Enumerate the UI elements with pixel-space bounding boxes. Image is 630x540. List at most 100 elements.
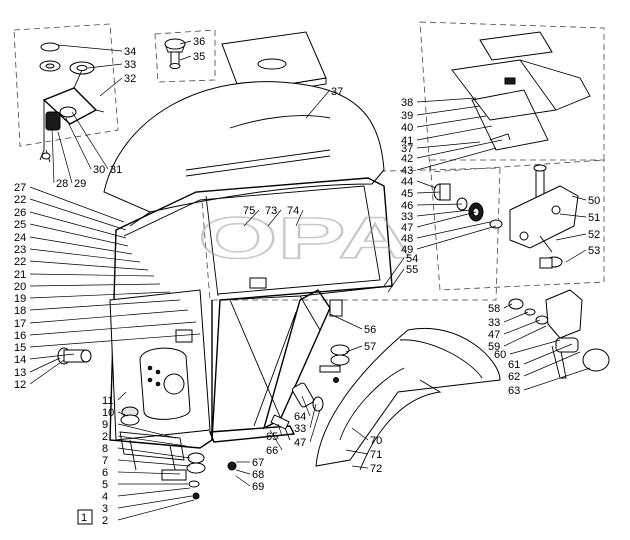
callout-c14: 14 — [14, 354, 26, 366]
callout-c39: 39 — [401, 110, 413, 122]
callout-c21: 21 — [14, 269, 26, 281]
leader-c14 — [29, 353, 75, 360]
leader-c12 — [29, 359, 65, 385]
callout-c31: 31 — [110, 164, 122, 176]
callout-c35: 35 — [193, 51, 205, 63]
callout-c22b: 22 — [14, 256, 26, 268]
leader-c43 — [416, 147, 497, 171]
leader-c22b — [29, 260, 149, 271]
callout-c8: 8 — [102, 443, 108, 455]
leader-c75 — [243, 209, 260, 227]
callout-c72: 72 — [370, 463, 382, 475]
leader-c16 — [29, 321, 197, 336]
leader-c17 — [29, 309, 189, 324]
hinge-assembly — [509, 164, 579, 269]
leader-c46 — [416, 203, 463, 206]
leader-c47b — [503, 319, 541, 335]
callout-c37a: 37 — [331, 86, 343, 98]
leader-c65 — [277, 423, 283, 437]
leader-c48 — [416, 221, 491, 239]
callout-c9: 9 — [102, 419, 108, 431]
leader-c33a — [87, 63, 123, 69]
leader-c55 — [387, 268, 405, 293]
leader-c35 — [179, 55, 192, 61]
leader-c37a — [305, 90, 330, 119]
leader-c69 — [235, 475, 251, 487]
callout-c32: 32 — [124, 73, 136, 85]
leader-c33b — [416, 209, 471, 217]
callout-c19: 19 — [14, 293, 26, 305]
callout-c51: 51 — [588, 212, 600, 224]
leader-c9 — [117, 423, 177, 439]
leader-c37b — [416, 141, 481, 149]
callout-c59: 59 — [488, 341, 500, 353]
callout-c56: 56 — [364, 324, 376, 336]
callout-c4: 4 — [102, 491, 108, 503]
leader-c57 — [345, 345, 363, 353]
leader-c52 — [555, 233, 587, 241]
leader-c66 — [269, 429, 283, 451]
callout-c65: 65 — [266, 431, 278, 443]
callout-c71: 71 — [370, 449, 382, 461]
leader-c10 — [117, 411, 129, 417]
callout-c15: 15 — [14, 342, 26, 354]
callout-c37b: 37 — [401, 143, 413, 155]
leader-c59 — [503, 325, 547, 347]
leader-lines — [29, 40, 591, 521]
watermark: OPA — [198, 206, 412, 271]
callout-c6: 6 — [102, 467, 108, 479]
leader-c42 — [416, 139, 503, 159]
callout-c10: 10 — [102, 407, 114, 419]
leader-c19 — [29, 291, 171, 299]
callout-c2b: 2 — [102, 515, 108, 527]
callout-c58: 58 — [488, 303, 500, 315]
leader-c47c — [309, 409, 321, 443]
callout-c70: 70 — [370, 435, 382, 447]
callout-c30: 30 — [93, 164, 105, 176]
leader-c47a — [416, 211, 477, 228]
callout-c25: 25 — [14, 219, 26, 231]
leader-c41 — [416, 125, 493, 141]
cab-frame — [109, 177, 393, 449]
callout-c38: 38 — [401, 97, 413, 109]
leader-c32 — [99, 77, 123, 97]
callout-c42: 42 — [401, 153, 413, 165]
detail-box-hinge — [429, 159, 605, 291]
leader-c27 — [29, 186, 125, 223]
callout-c43: 43 — [401, 165, 413, 177]
front-rails — [208, 289, 331, 443]
rear-fender — [315, 328, 501, 471]
callout-c47a: 47 — [401, 222, 413, 234]
callout-c16: 16 — [14, 330, 26, 342]
leader-c62 — [523, 351, 581, 377]
leader-c2a — [117, 435, 187, 447]
callout-c41: 41 — [401, 135, 413, 147]
callout-c73: 73 — [265, 205, 277, 217]
leader-c7 — [117, 459, 191, 467]
detail-box-mirror-bracket — [13, 23, 119, 147]
callout-c28: 28 — [56, 178, 68, 190]
callout-c33c: 33 — [488, 317, 500, 329]
leader-c45 — [416, 191, 441, 194]
callout-c67: 67 — [252, 457, 264, 469]
leader-c25 — [29, 223, 129, 247]
leader-c54 — [383, 257, 405, 287]
callout-c60: 60 — [494, 349, 506, 361]
callout-c24: 24 — [14, 232, 26, 244]
washer-stack — [433, 183, 503, 229]
callout-c29: 29 — [74, 178, 86, 190]
leader-c68 — [235, 469, 251, 475]
callout-c23: 23 — [14, 244, 26, 256]
leader-c29 — [57, 131, 73, 184]
leader-c24 — [29, 236, 133, 255]
leader-c60 — [509, 339, 561, 355]
callout-c66: 66 — [266, 445, 278, 457]
callout-c13: 13 — [14, 367, 26, 379]
callout-c53: 53 — [588, 245, 600, 257]
leader-c33c — [503, 311, 529, 323]
callout-c52: 52 — [588, 229, 600, 241]
callout-c45: 45 — [401, 188, 413, 200]
callout-c46: 46 — [401, 200, 413, 212]
leader-c22a — [29, 198, 127, 231]
